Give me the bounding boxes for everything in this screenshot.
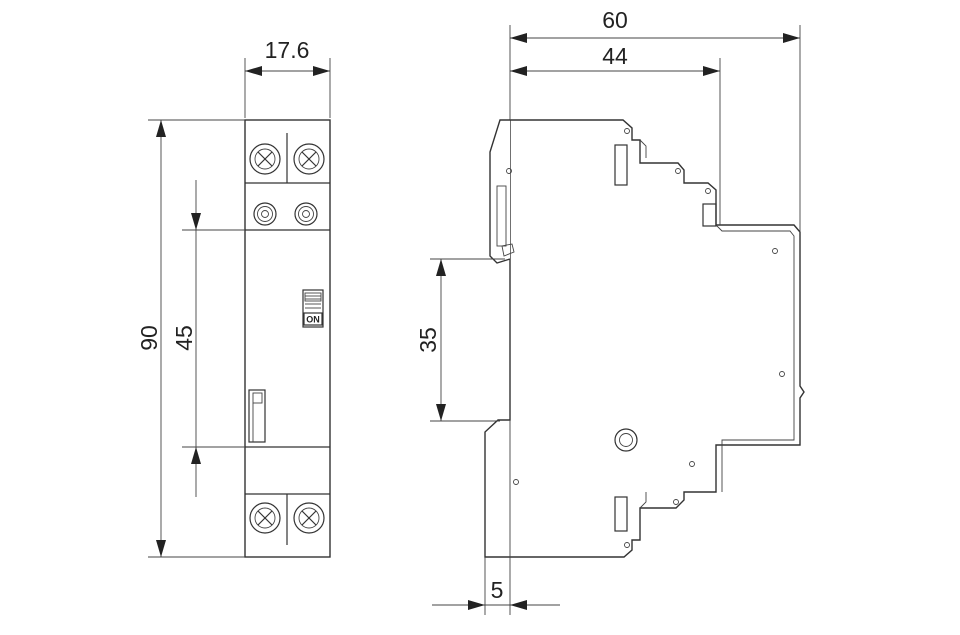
rivet-icon	[506, 168, 512, 174]
side-clip-slot	[496, 185, 507, 247]
front-body-outline	[244, 119, 331, 558]
rivet-icon	[624, 542, 630, 548]
on-switch-label: ON	[306, 315, 320, 325]
front-view: ON	[244, 119, 331, 558]
rivet-icon	[689, 461, 695, 467]
dimension-label-width: 17.6	[265, 37, 310, 63]
din-clip	[248, 389, 266, 443]
dimension-side-5: 5	[432, 420, 560, 615]
dimension-front-width: 17.6	[244, 37, 331, 118]
rivet-icon	[675, 168, 681, 174]
dimension-side-44: 44	[510, 43, 721, 225]
dimension-label-44: 44	[602, 43, 628, 69]
dimension-front-inner: 45	[171, 180, 245, 497]
rivet-icon	[513, 479, 519, 485]
small-screw-icon	[253, 202, 277, 226]
dimension-side-35: 35	[415, 258, 505, 422]
terminal-screw-icon	[249, 143, 281, 175]
side-window	[702, 203, 717, 227]
dimension-label-inner: 45	[171, 325, 197, 351]
dimension-side-total: 60	[509, 7, 801, 232]
side-top-clip	[489, 119, 511, 264]
dimension-label-35: 35	[415, 327, 441, 353]
small-screw-icon	[294, 202, 318, 226]
side-body-outline	[484, 119, 805, 558]
side-window	[614, 144, 628, 186]
side-window	[614, 496, 628, 532]
rivet-icon	[705, 188, 711, 194]
terminal-screw-icon	[249, 502, 281, 534]
side-view	[484, 119, 805, 558]
dimension-label-5: 5	[491, 577, 504, 603]
terminal-screw-icon	[293, 502, 325, 534]
rivet-icon	[624, 128, 630, 134]
mounting-hole-icon	[614, 428, 638, 452]
on-switch: ON	[302, 289, 324, 328]
terminal-screw-icon	[293, 143, 325, 175]
dimension-label-height: 90	[136, 325, 162, 351]
dimension-label-total-depth: 60	[602, 7, 628, 33]
rivet-icon	[772, 248, 778, 254]
dimension-front-height: 90	[136, 119, 245, 558]
rivet-icon	[673, 499, 679, 505]
rivet-icon	[779, 371, 785, 377]
